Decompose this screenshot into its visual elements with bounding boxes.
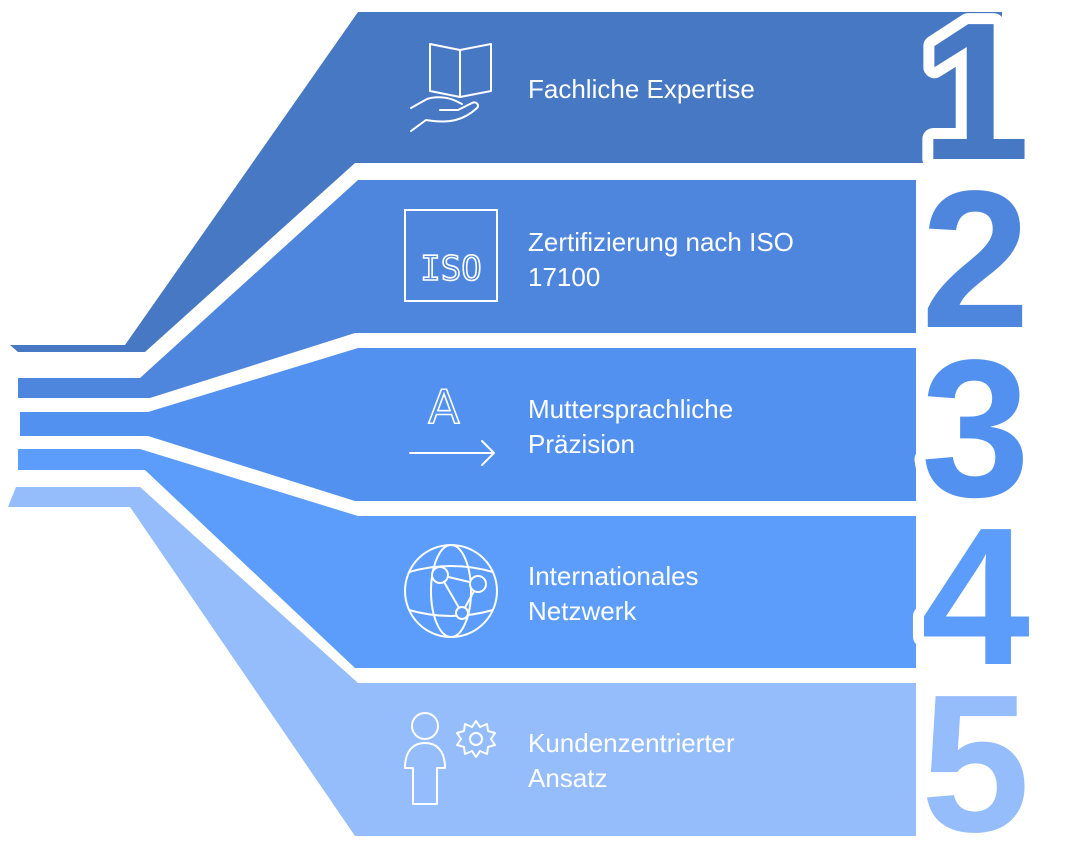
tier-4-band: [18, 449, 916, 668]
person-gear-icon: [404, 712, 496, 805]
tier-3-label-line-1: Muttersprachliche: [528, 394, 733, 424]
tier-5-number: 5: [921, 654, 1030, 854]
letter-a-arrow-icon: A: [409, 379, 495, 466]
tier-1-band: [10, 12, 1002, 352]
tier-2-label-line-2: 17100: [528, 262, 600, 292]
tier-4: 4 Internationales Netzwerk: [18, 449, 1041, 717]
tier-3-number: 3: [921, 319, 1030, 538]
tier-2: 2 ISO Zertifizierung nach ISO 17100: [18, 139, 1041, 398]
tier-5-label-line-1: Kundenzentrierter: [528, 728, 735, 758]
open-book-hand-icon: [410, 43, 492, 132]
svg-text:ISO: ISO: [420, 249, 481, 289]
tier-1: 1 Fachliche Expertise: [10, 0, 1041, 352]
tier-1-number: 1: [921, 0, 1030, 201]
tier-4-label-line-2: Netzwerk: [528, 596, 637, 626]
tier-2-label-line-1: Zertifizierung nach ISO: [528, 227, 794, 257]
globe-network-icon: [404, 544, 498, 638]
iso-certificate-icon: ISO: [404, 209, 498, 302]
tier-4-label-line-1: Internationales: [528, 561, 699, 591]
tier-2-band: [18, 180, 916, 398]
tier-3-label-line-2: Präzision: [528, 429, 635, 459]
svg-text:A: A: [428, 380, 460, 434]
tier-3: 3 A Muttersprachliche Präzision: [20, 308, 1041, 549]
tier-2-number: 2: [921, 150, 1030, 369]
tier-5-label-line-2: Ansatz: [528, 763, 608, 793]
tier-1-label: Fachliche Expertise: [528, 74, 755, 104]
tier-5: 5 Kundenzentrierter Ansatz: [8, 487, 1041, 854]
tier-4-number: 4: [921, 487, 1030, 706]
tier-5-band: [8, 487, 916, 836]
tier-3-band: [20, 348, 916, 501]
